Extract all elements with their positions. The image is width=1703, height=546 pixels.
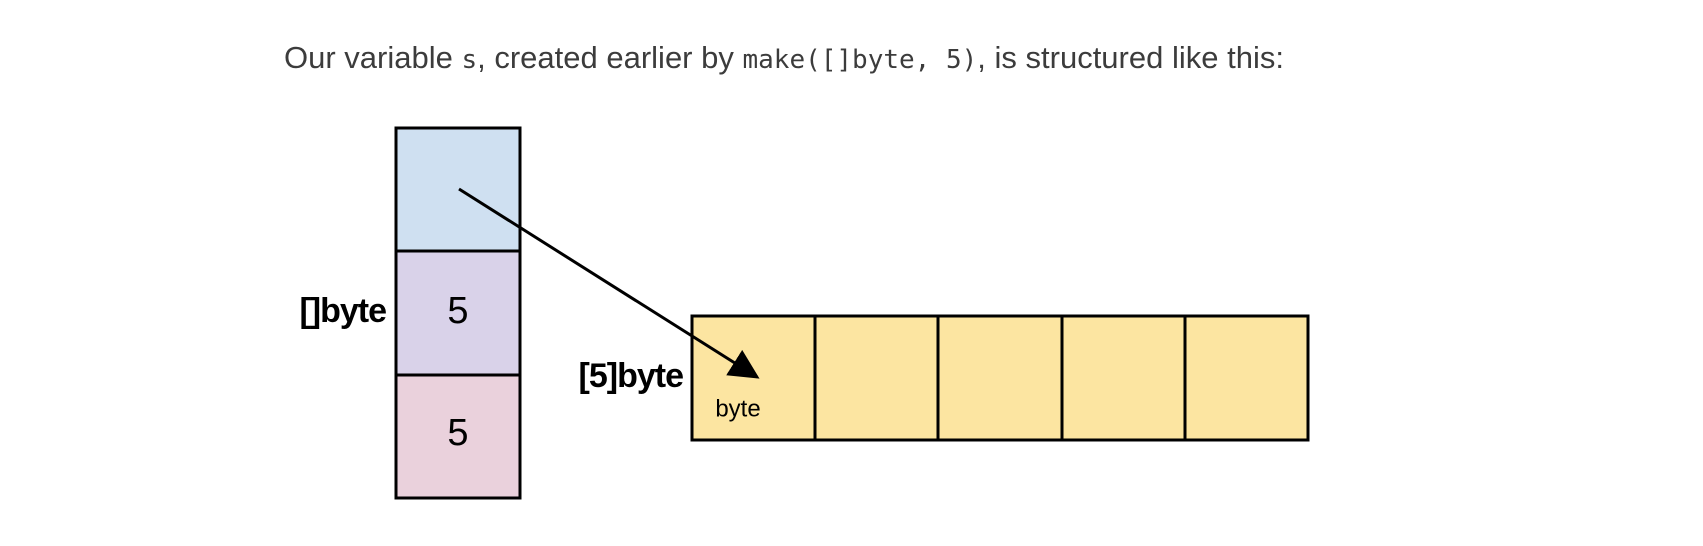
- intro-text-middle: , created earlier by: [477, 40, 743, 75]
- slice-header: 5 5 []byte: [299, 126, 522, 500]
- intro-text-start: Our variable: [284, 40, 462, 75]
- make-call-code: make([]byte, 5): [742, 45, 978, 75]
- pointer-arrow: [458, 187, 760, 379]
- array-cell-4: [1183, 314, 1310, 442]
- len-value: 5: [447, 290, 468, 332]
- backing-array: byte [5]byte: [579, 314, 1310, 442]
- len-cell: [394, 249, 522, 377]
- cap-value: 5: [447, 412, 468, 454]
- array-element-label: byte: [715, 395, 760, 422]
- cap-cell: [394, 373, 522, 500]
- array-cell-2: [936, 314, 1064, 442]
- array-cell-1: [813, 314, 940, 442]
- intro-text-end: , is structured like this:: [977, 40, 1284, 75]
- slice-type-label: []byte: [299, 292, 386, 330]
- array-cell-3: [1060, 314, 1187, 442]
- array-type-label: [5]byte: [579, 357, 684, 395]
- intro-paragraph: Our variable s, created earlier by make(…: [284, 36, 1284, 82]
- variable-name-code: s: [461, 45, 478, 75]
- pointer-cell: [394, 126, 522, 253]
